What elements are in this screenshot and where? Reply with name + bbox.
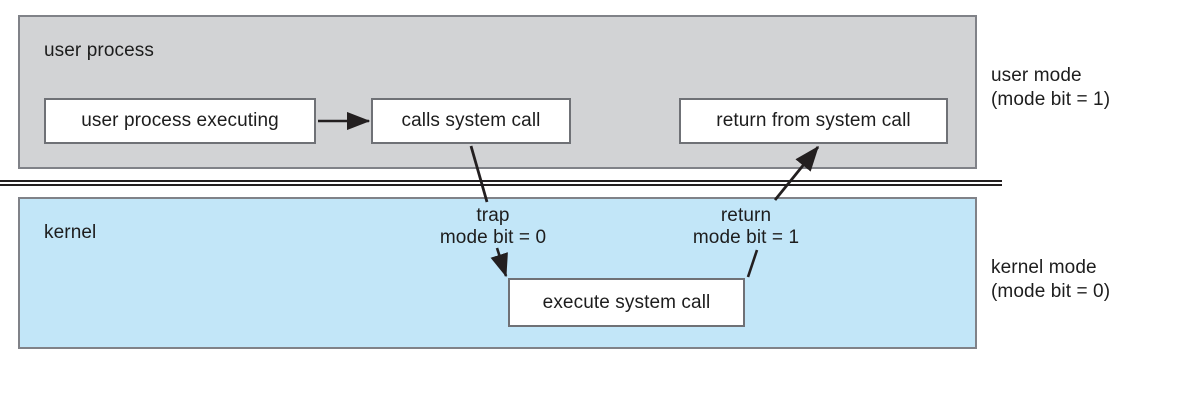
- user-mode-region: [18, 15, 977, 169]
- trap-annotation-line-2: mode bit = 0: [439, 227, 547, 249]
- kernel-mode-caption-line-1: kernel mode: [991, 257, 1097, 278]
- separator-rule-upper: [0, 180, 1002, 182]
- user-process-region-caption: user process: [44, 40, 154, 61]
- trap-transition-annotation: trap mode bit = 0: [393, 205, 593, 250]
- trap-annotation-line-1: trap: [476, 205, 510, 226]
- separator-rule-lower: [0, 184, 1002, 186]
- kernel-mode-caption-line-2: (mode bit = 0): [991, 280, 1111, 302]
- mode-boundary-separator: [0, 180, 1002, 186]
- return-annotation-line-2: mode bit = 1: [692, 227, 800, 249]
- user-mode-caption-line-1: user mode: [991, 65, 1082, 86]
- kernel-region-caption: kernel: [44, 222, 97, 243]
- return-transition-annotation: return mode bit = 1: [646, 205, 846, 250]
- box-calls-system-call: calls system call: [371, 98, 571, 144]
- box-execute-system-call: execute system call: [508, 278, 745, 327]
- user-mode-caption-line-2: (mode bit = 1): [991, 88, 1111, 110]
- user-mode-caption: user mode (mode bit = 1): [991, 64, 1110, 112]
- return-annotation-line-1: return: [720, 205, 772, 226]
- box-return-from-system-call: return from system call: [679, 98, 948, 144]
- box-user-process-executing: user process executing: [44, 98, 316, 144]
- kernel-mode-caption: kernel mode (mode bit = 0): [991, 256, 1110, 304]
